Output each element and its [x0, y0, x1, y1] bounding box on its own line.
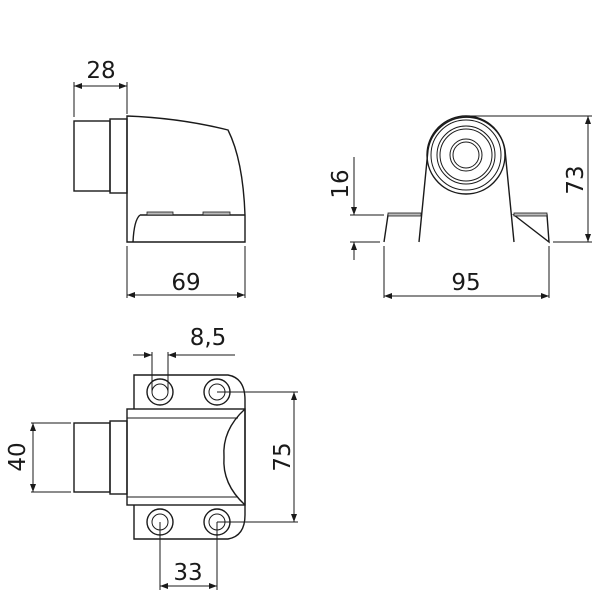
- foot-pad: [146, 211, 174, 216]
- dimension-40: 40: [5, 422, 71, 493]
- dimension-28: 28: [73, 58, 128, 117]
- stopper-body: [126, 115, 246, 243]
- dimension-label: 95: [451, 270, 480, 296]
- bumper-outer: [73, 422, 111, 493]
- front-view: 16 73 95: [328, 115, 592, 299]
- dimension-8-5: 8,5: [133, 325, 235, 392]
- dimension-label: 69: [171, 270, 200, 296]
- dimension-95: 95: [383, 246, 550, 299]
- base-plate: [383, 214, 550, 244]
- foot-pad: [513, 212, 548, 217]
- screw-hole: [146, 378, 174, 406]
- dimension-label: 28: [86, 58, 115, 84]
- foot-pad: [387, 212, 422, 217]
- dimension-label: 40: [5, 442, 31, 471]
- dimension-75: 75: [217, 391, 298, 523]
- concave-face: [223, 408, 246, 506]
- base-band: [132, 214, 245, 243]
- dimension-label: 73: [563, 165, 589, 194]
- bumper-collar: [109, 118, 128, 194]
- dimension-69: 69: [126, 246, 246, 298]
- top-view: 8,5 75 40 33: [5, 325, 298, 590]
- dimension-label: 75: [270, 442, 296, 471]
- stopper-body-top: [126, 408, 246, 506]
- dimension-label: 8,5: [190, 325, 227, 351]
- dimension-73: 73: [466, 115, 592, 243]
- bumper-collar: [109, 420, 128, 495]
- bumper-outline: [426, 115, 506, 195]
- foot-pad: [202, 211, 231, 216]
- dimension-16: 16: [328, 157, 384, 260]
- bumper-outer: [73, 120, 111, 192]
- dimension-label: 16: [328, 169, 354, 198]
- dimension-33: 33: [159, 522, 218, 590]
- dimension-label: 33: [173, 560, 202, 586]
- side-view: 28 69: [73, 58, 246, 298]
